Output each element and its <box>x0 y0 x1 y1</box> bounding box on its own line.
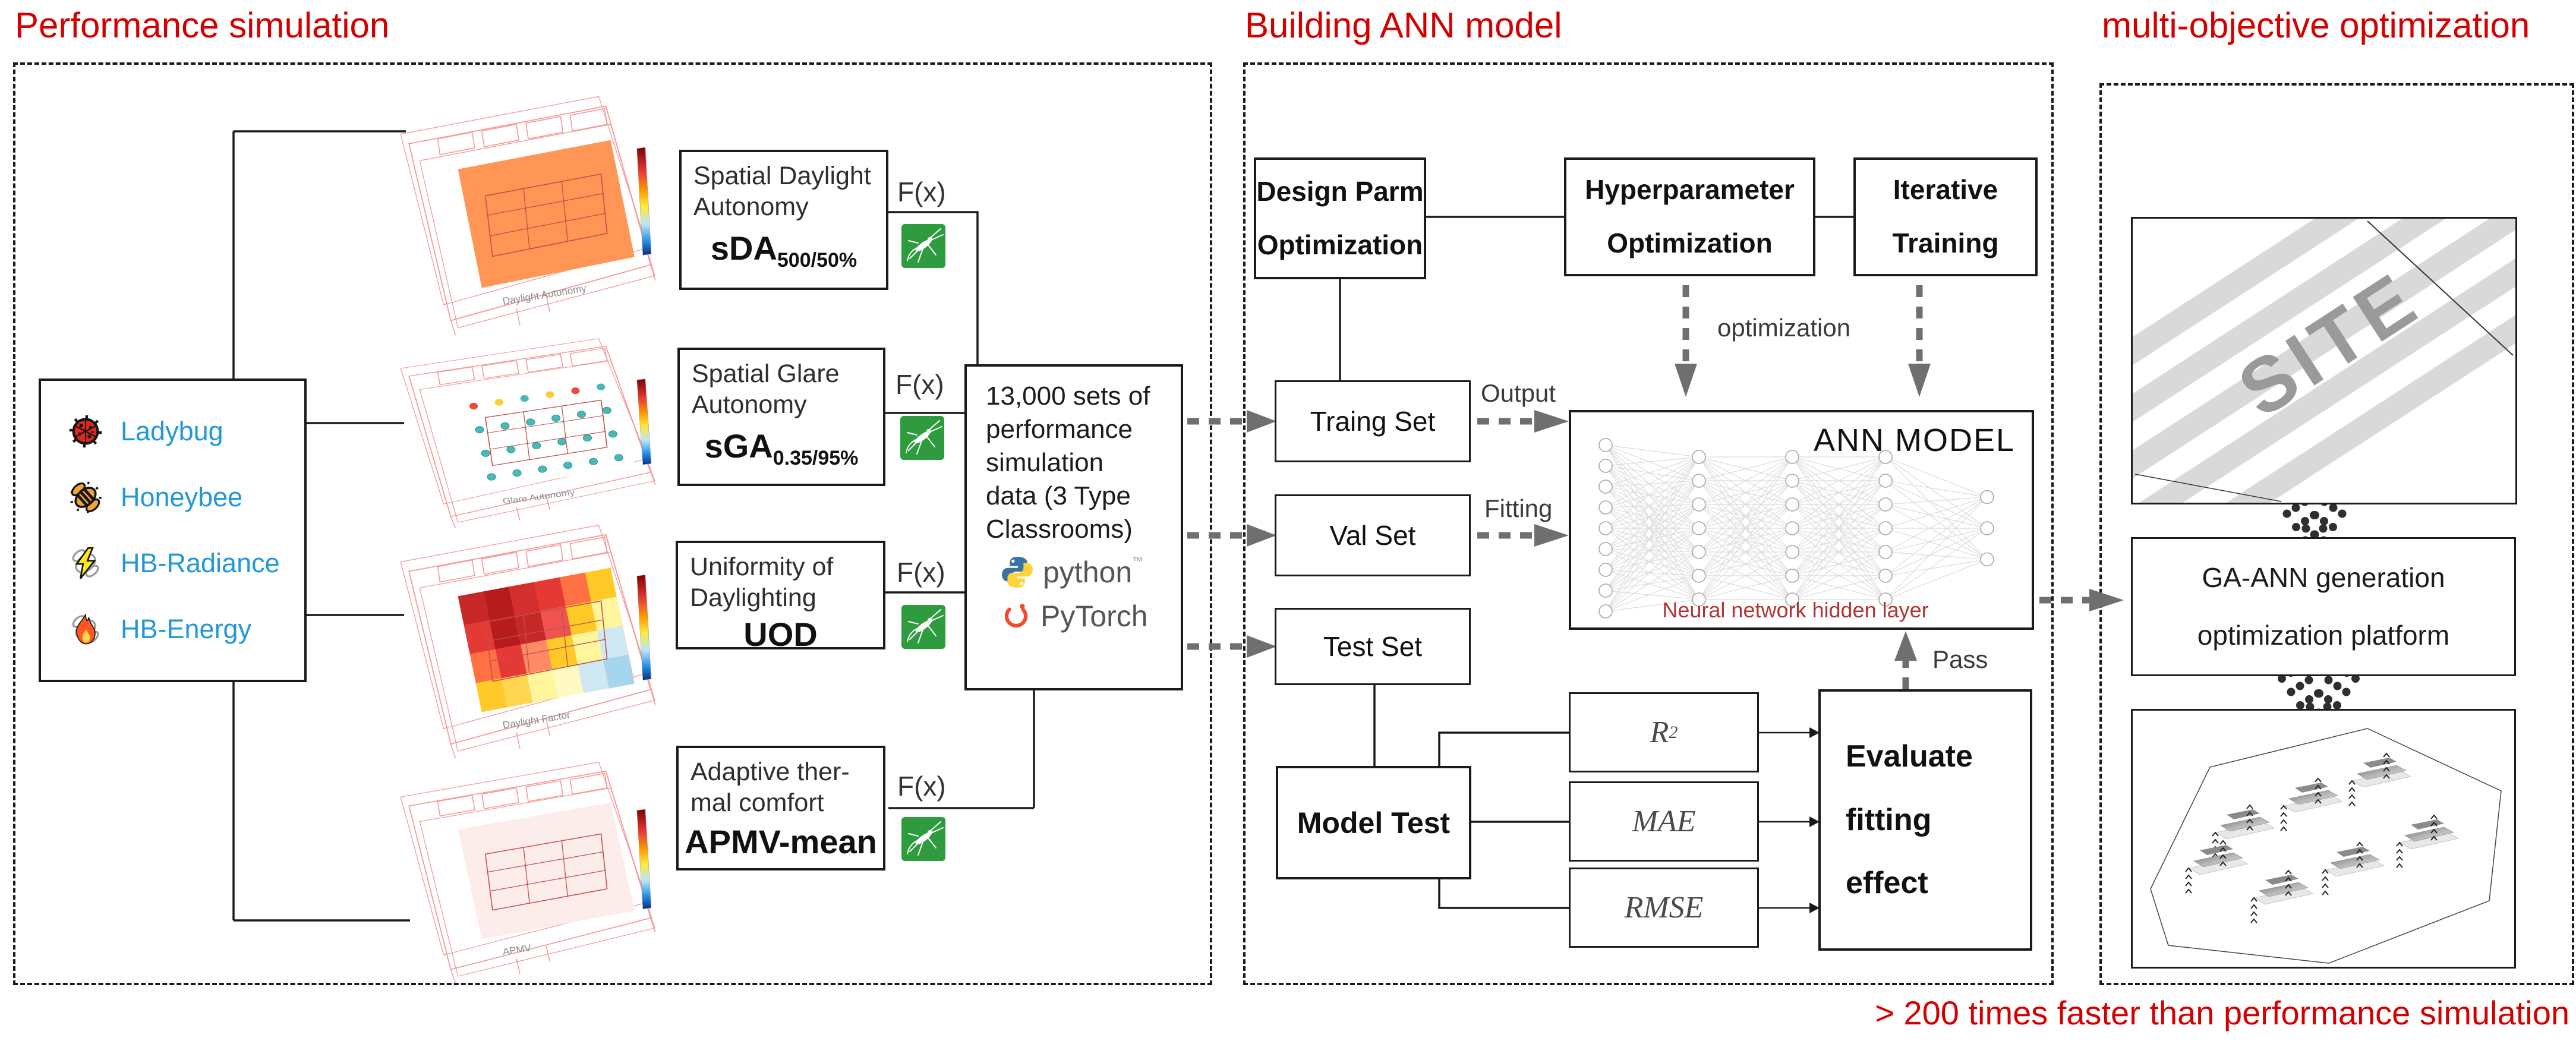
generated-buildings-image <box>2131 709 2516 969</box>
metric-title-line: Adaptive ther- <box>690 758 850 786</box>
grasshopper-icon <box>901 817 945 861</box>
metric-title-line: mal comfort <box>690 788 824 818</box>
box-line: Training <box>1892 228 1999 258</box>
box-line: Optimization <box>1257 229 1423 260</box>
speed-footnote: > 200 times faster than performance simu… <box>1875 994 2569 1032</box>
box-line: GA-ANN generation <box>2202 562 2445 594</box>
training-set-box: Traing Set <box>1275 380 1471 462</box>
fitting-label: Fitting <box>1484 494 1553 522</box>
tool-label: HB-Energy <box>121 613 252 644</box>
model-test-box: Model Test <box>1276 766 1471 879</box>
tool-label: Honeybee <box>121 482 243 513</box>
simulation-thumbnail-thermal: APMV <box>367 750 669 985</box>
box-line: Iterative <box>1893 174 1998 206</box>
fx-label: F(x) <box>896 369 944 400</box>
test-set-box: Test Set <box>1275 608 1471 685</box>
python-logo-row: python™ <box>1000 555 1175 589</box>
grasshopper-icon <box>900 416 944 460</box>
metric-title-line: Autonomy <box>692 390 807 420</box>
dataset-line: performance <box>986 414 1133 444</box>
ladybug-icon <box>67 413 104 450</box>
box-line: Optimization <box>1607 228 1773 258</box>
fx-label: F(x) <box>897 557 945 588</box>
metric-abbr: sDA500/50% <box>710 229 857 272</box>
dataset-box: 13,000 sets of performance simulation da… <box>964 364 1183 690</box>
grasshopper-icon <box>901 224 945 268</box>
output-label: Output <box>1481 379 1556 407</box>
tool-row-hb-energy: HB-Energy <box>47 611 298 648</box>
ann-model-title: ANN MODEL <box>1813 422 2015 458</box>
mae-metric-box: MAE <box>1569 781 1759 862</box>
box-line: Hyperparameter <box>1585 174 1795 206</box>
section-title-performance: Performance simulation <box>15 5 390 45</box>
honeybee-icon <box>67 479 104 516</box>
neural-network-graphic <box>1598 438 1994 619</box>
design-parm-optimization-box: Design Parm Optimization <box>1254 157 1426 279</box>
simulation-thumbnail-uniformity: Daylight Factor <box>367 512 669 761</box>
svg-text:Daylight Factor: Daylight Factor <box>502 709 572 731</box>
box-line: optimization platform <box>2197 620 2450 651</box>
tool-row-hb-radiance: HB-Radiance <box>47 545 298 582</box>
metric-box-apmv: Adaptive ther-mal comfort APMV-mean <box>676 746 885 870</box>
tool-label: HB-Radiance <box>121 547 280 578</box>
site-plan-image: SITE <box>2131 217 2517 504</box>
val-set-box: Val Set <box>1275 494 1471 576</box>
tool-label: Ladybug <box>121 416 223 447</box>
moo-section-frame <box>2099 83 2574 985</box>
tool-row-ladybug: Ladybug <box>47 413 298 450</box>
arrow-heads <box>1247 364 2124 661</box>
metric-title-line: Uniformity of <box>690 553 834 581</box>
pytorch-icon <box>1000 600 1032 632</box>
radiance-bolt-icon <box>67 545 104 582</box>
iterative-training-box: Iterative Training <box>1853 157 2038 276</box>
tool-row-honeybee: Honeybee <box>47 479 298 516</box>
energy-flame-icon <box>67 611 104 648</box>
metric-title-line: Spatial Daylight <box>693 162 871 190</box>
optimization-label: optimization <box>1717 314 1851 342</box>
dataset-line: Classrooms) <box>986 514 1133 544</box>
metric-title-line: Spatial Glare <box>692 359 840 388</box>
box-line: Evaluate <box>1846 739 1973 774</box>
section-title-moo: multi-objective optimization <box>2102 5 2530 45</box>
metric-title-line: Autonomy <box>693 193 809 222</box>
metric-title-line: Daylighting <box>690 583 816 613</box>
svg-text:APMV: APMV <box>502 942 532 957</box>
dataset-line: data (3 Type <box>986 481 1131 510</box>
performance-section-frame <box>13 62 1212 985</box>
pass-label: Pass <box>1932 645 1988 673</box>
ga-ann-platform-box: GA-ANN generation optimization platform <box>2131 537 2516 676</box>
metric-abbr: APMV-mean <box>685 822 877 860</box>
hidden-layer-caption: Neural network hidden layer <box>1662 598 1929 622</box>
simulation-thumbnail-glare: Glare Autonomy <box>367 328 669 530</box>
fx-label: F(x) <box>897 771 946 802</box>
dataset-line: 13,000 sets of <box>986 381 1150 411</box>
dataset-line: simulation <box>986 447 1104 477</box>
simulation-tools-box: Ladybug Honeybee <box>39 379 307 682</box>
hyperparameter-optimization-box: Hyperparameter Optimization <box>1564 157 1815 276</box>
section-title-ann: Building ANN model <box>1245 5 1562 45</box>
box-line: fitting <box>1846 802 1932 837</box>
fx-label: F(x) <box>897 176 946 207</box>
grasshopper-icon <box>901 605 945 649</box>
simulation-thumbnail-daylight: Daylight Autonomy <box>367 83 669 338</box>
metric-abbr: UOD <box>743 615 818 653</box>
metric-abbr: sGA0.35/95% <box>704 427 859 470</box>
rmse-metric-box: RMSE <box>1569 868 1759 948</box>
evaluate-fitting-effect-box: Evaluate fitting effect <box>1818 689 2032 951</box>
box-line: Design Parm <box>1256 175 1424 207</box>
svg-text:Glare Autonomy: Glare Autonomy <box>502 488 576 506</box>
pytorch-wordmark: PyTorch <box>1041 600 1148 633</box>
pytorch-logo-row: PyTorch <box>1000 599 1175 633</box>
svg-text:Daylight Autonomy: Daylight Autonomy <box>502 282 587 307</box>
python-wordmark: python™ <box>1043 555 1143 589</box>
ann-model-box: ANN MODEL Neural network hidden layer <box>1569 410 2034 630</box>
python-icon <box>1000 555 1035 589</box>
ann-section-frame <box>1243 62 2054 985</box>
box-line: effect <box>1846 866 1928 901</box>
